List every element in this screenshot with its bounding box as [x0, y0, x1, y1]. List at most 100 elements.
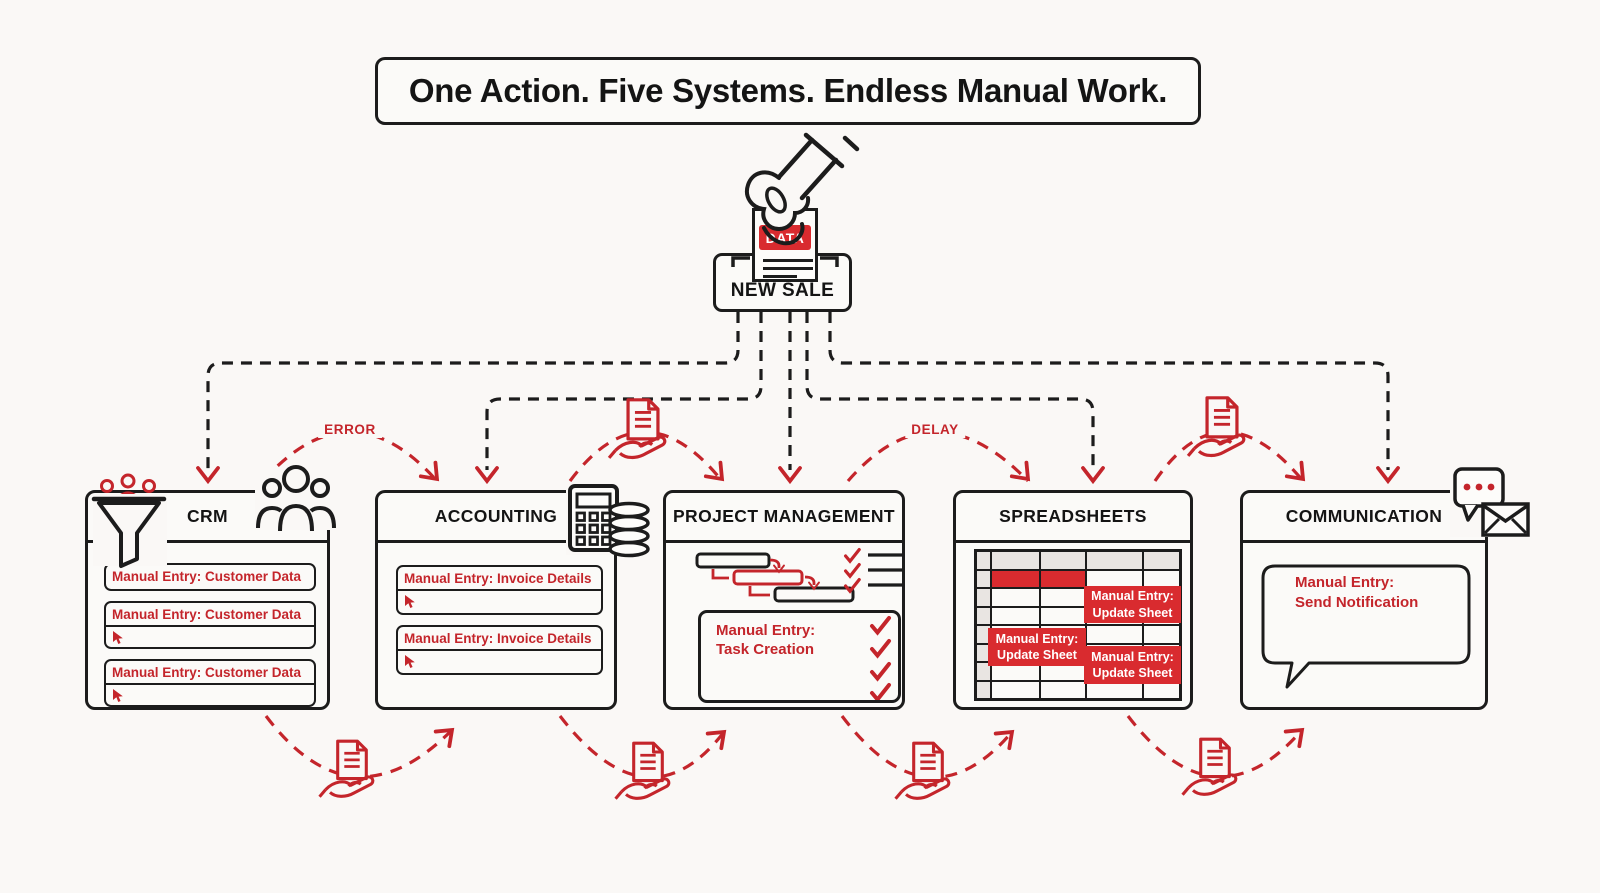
- accounting-entry-field-1: Manual Entry: Invoice Details: [396, 565, 603, 615]
- arc-accounting-project: [568, 430, 724, 483]
- spreadsheet-cell: [976, 551, 991, 570]
- document-hand-icon: [607, 398, 667, 460]
- accounting-title: ACCOUNTING: [434, 506, 558, 526]
- page-title: One Action. Five Systems. Endless Manual…: [375, 57, 1201, 125]
- arc-crm-accounting: [261, 430, 439, 483]
- crm-header: CRM: [88, 493, 327, 543]
- delay-label: DELAY: [905, 421, 965, 438]
- spreadsheet-cell: [976, 662, 991, 681]
- drop-arrowheads: [196, 466, 1400, 483]
- project-title: PROJECT MANAGEMENT: [672, 506, 896, 526]
- manual-entry-text: Manual Entry: Send Notification: [1295, 574, 1419, 612]
- paper-text-line: [763, 267, 813, 270]
- spreadsheet-cell: [1086, 551, 1143, 570]
- task-creation-box: Manual Entry: Task Creation: [698, 610, 901, 703]
- gantt-and-checklist-graphic: [695, 547, 902, 702]
- crm-title: CRM: [186, 506, 229, 526]
- error-label: ERROR: [318, 421, 382, 438]
- gantt-dependency-arrows: [711, 558, 820, 597]
- spreadsheet-cell: [1040, 551, 1086, 570]
- new-sale-drop-lines: [206, 312, 1390, 470]
- crm-entry-field-1: Manual Entry: Customer Data: [104, 563, 316, 591]
- arc-bottom-spreadsheets-communication: [1126, 715, 1304, 779]
- spreadsheet-cell: [1143, 551, 1180, 570]
- panel-communication: COMMUNICATION Manual Entry: Send Notific…: [1240, 490, 1488, 710]
- project-header: PROJECT MANAGEMENT: [666, 493, 902, 543]
- entry-input-row: [398, 589, 601, 614]
- paper-text-line: [763, 259, 813, 262]
- speech-bubble-graphic: [1261, 564, 1471, 689]
- panel-project-management: PROJECT MANAGEMENT: [663, 490, 905, 710]
- entry-input-row: [106, 625, 314, 650]
- paper-text-line: [763, 275, 797, 278]
- spreadsheet-cell: [1040, 569, 1086, 588]
- spreadsheet-cell: [1040, 680, 1086, 699]
- accounting-header: ACCOUNTING: [378, 493, 614, 543]
- data-paper-icon: DATA: [752, 208, 818, 282]
- speech-bubble-outline: [1261, 564, 1471, 689]
- manual-entry-text: Manual Entry: Task Creation: [716, 622, 816, 658]
- bottom-arc-arrowheads: [433, 720, 1311, 751]
- communication-header: COMMUNICATION: [1243, 493, 1485, 543]
- gantt-bars: [695, 552, 855, 603]
- panel-spreadsheets: SPREADSHEETS Manual Entry: Update Sheet …: [953, 490, 1193, 710]
- manual-entry-text: Manual Entry: Invoice Details: [404, 571, 592, 586]
- entry-input-row: [398, 649, 601, 674]
- document-hand-icon: [318, 739, 375, 799]
- crm-entry-field-2: Manual Entry: Customer Data: [104, 601, 316, 649]
- spreadsheets-title: SPREADSHEETS: [999, 506, 1147, 526]
- spreadsheet-cell: [1040, 588, 1086, 607]
- new-sale-label: NEW SALE: [730, 280, 835, 301]
- spreadsheet-cell: [976, 680, 991, 699]
- spreadsheet-cell: [991, 606, 1040, 625]
- manual-entry-text: Manual Entry: Customer Data: [112, 665, 302, 680]
- cursor-icon: [405, 655, 415, 668]
- crm-entry-field-3: Manual Entry: Customer Data: [104, 659, 316, 707]
- update-sheet-block: Manual Entry: Update Sheet: [988, 628, 1086, 666]
- cursor-icon: [113, 689, 123, 702]
- drop-line-spreadsheets: [805, 312, 1095, 470]
- spreadsheet-cell: [991, 551, 1040, 570]
- document-hand-icon: [1186, 396, 1246, 458]
- spreadsheet-cell: [976, 606, 991, 625]
- drop-line-crm: [206, 312, 740, 470]
- cursor-icon: [405, 595, 415, 608]
- task-checklist: [843, 547, 902, 593]
- manual-entry-text: Manual Entry: Customer Data: [112, 607, 302, 622]
- bottom-handoff-arcs: [264, 715, 1304, 779]
- document-hand-icon: [894, 741, 951, 801]
- arc-project-spreadsheets: [846, 430, 1030, 483]
- spreadsheet-cell: [1086, 625, 1143, 644]
- arc-bottom-accounting-project: [558, 715, 726, 779]
- manual-entry-text: Manual Entry: Invoice Details: [404, 631, 592, 646]
- envelope-icon: [1481, 502, 1530, 537]
- spreadsheet-cell: [991, 680, 1040, 699]
- drop-line-communication: [828, 312, 1390, 470]
- manual-entry-text: Manual Entry: Customer Data: [112, 569, 302, 584]
- communication-title: COMMUNICATION: [1285, 506, 1443, 526]
- top-arc-arrowheads: [418, 460, 1313, 488]
- arc-bottom-project-spreadsheets: [840, 715, 1014, 779]
- accounting-entry-field-2: Manual Entry: Invoice Details: [396, 625, 603, 675]
- panel-crm: CRM Manual Entry: Customer Data Manual E…: [85, 490, 330, 710]
- spreadsheet-cell: [991, 569, 1040, 588]
- spreadsheets-header: SPREADSHEETS: [956, 493, 1190, 543]
- entry-input-row: [106, 683, 314, 708]
- panel-accounting: ACCOUNTING Manual Entry: Invoice Details…: [375, 490, 617, 710]
- spreadsheet-cell: [1040, 606, 1086, 625]
- arc-spreadsheets-communication: [1153, 430, 1305, 483]
- cursor-icon: [113, 631, 123, 644]
- arc-bottom-crm-accounting: [264, 715, 454, 779]
- update-sheet-block: Manual Entry: Update Sheet: [1084, 586, 1181, 623]
- drop-line-accounting: [485, 312, 763, 470]
- update-sheet-block: Manual Entry: Update Sheet: [1084, 646, 1181, 684]
- data-badge: DATA: [759, 225, 811, 250]
- spreadsheet-cell: [976, 588, 991, 607]
- spreadsheet-cell: [1143, 625, 1180, 644]
- document-hand-icon: [614, 741, 671, 801]
- document-hand-icon: [1181, 737, 1238, 797]
- spreadsheet-cell: [991, 588, 1040, 607]
